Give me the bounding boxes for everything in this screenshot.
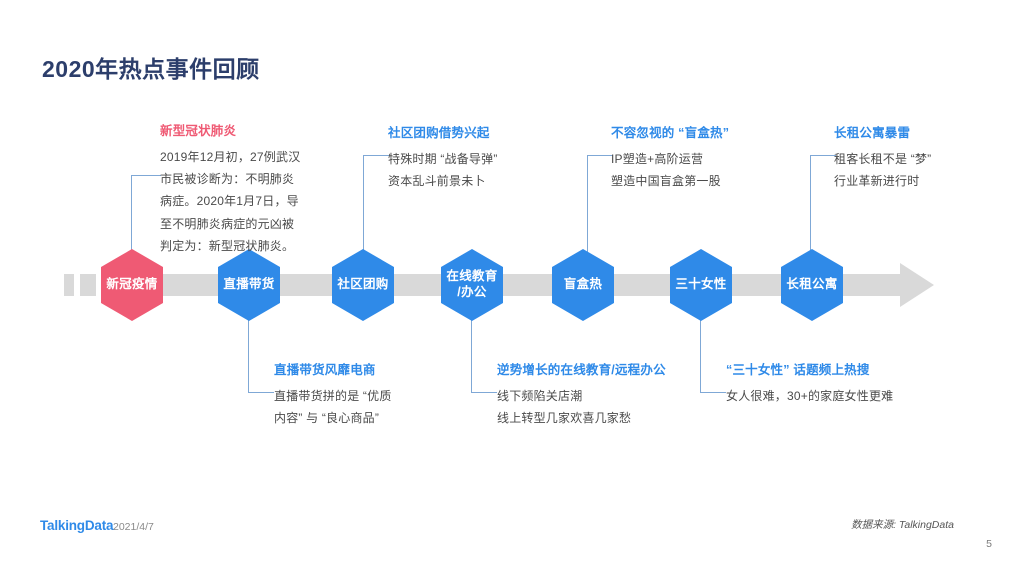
connector-below-2: [471, 310, 497, 393]
bar-dash-1: [64, 274, 74, 296]
connector-below-1: [248, 310, 274, 393]
connector-below-3: [700, 310, 726, 393]
callout-below-livestream-ecommerce: 直播带货风靡电商 直播带货拼的是 “优质 内容” 与 “良心商品”: [274, 359, 392, 429]
source-note: 数据来源: TalkingData: [851, 519, 954, 531]
node-label-line1: 盲盒热: [563, 277, 603, 292]
node-label-line1: 直播带货: [223, 277, 275, 292]
node-label-line1: 在线教育: [446, 269, 498, 284]
callout-line: 行业革新进行时: [834, 174, 920, 189]
callout-above-community-group-buy: 社区团购借势兴起 特殊时期 “战备导弹” 资本乱斗前景未卜: [388, 122, 498, 192]
node-label-line1: 三十女性: [675, 277, 727, 292]
node-label-line1: 长租公寓: [786, 277, 838, 292]
callout-title: “三十女性” 话题频上热搜: [726, 363, 870, 377]
callout-line: 内容” 与 “良心商品”: [274, 411, 380, 426]
bar-dash-5: [876, 274, 892, 296]
connector-above-4: [810, 155, 836, 270]
callout-title: 直播带货风靡电商: [274, 363, 376, 377]
callout-line: 女人很难，30+的家庭女性更难: [726, 389, 894, 403]
callout-line: 判定为：新型冠状肺炎。: [160, 238, 295, 253]
callout-line: 塑造中国盲盒第一股: [611, 174, 721, 189]
callout-line: 线下频陷关店潮: [497, 389, 583, 403]
talkingdata-logo: TalkingData: [40, 518, 114, 533]
footer-date: 2021/4/7: [113, 521, 154, 533]
page-number: 5: [986, 538, 992, 550]
callout-line: 至不明肺炎病症的元凶被: [160, 216, 295, 231]
bar-dash-4: [850, 274, 872, 296]
node-label-line1: 新冠疫情: [106, 277, 158, 292]
timeline-node-zhibodaihuo[interactable]: 直播带货: [218, 249, 280, 321]
callout-line: 租客长租不是 “梦”: [834, 152, 932, 166]
callout-title: 逆势增长的在线教育/远程办公: [497, 363, 666, 377]
callout-above-long-term-rental: 长租公寓暴雷 租客长租不是 “梦” 行业革新进行时: [834, 122, 931, 192]
connector-above-2: [363, 155, 389, 270]
bar-dash-2: [80, 274, 96, 296]
node-label-line1: 社区团购: [337, 277, 389, 292]
connector-above-1: [131, 175, 161, 270]
callout-below-thirty-women: “三十女性” 话题频上热搜 女人很难，30+的家庭女性更难: [726, 359, 893, 407]
callout-above-blind-box: 不容忽视的 “盲盒热” IP塑造+高阶运营 塑造中国盲盒第一股: [611, 122, 729, 192]
callout-title: 社区团购借势兴起: [388, 126, 490, 140]
node-label-line2: /办公: [457, 285, 487, 299]
connector-above-3: [587, 155, 613, 270]
callout-line: 资本乱斗前景未卜: [388, 174, 486, 189]
callout-line: IP塑造+高阶运营: [611, 152, 704, 166]
callout-line: 特殊时期 “战备导弹”: [388, 152, 498, 166]
callout-title: 不容忽视的 “盲盒热”: [611, 126, 730, 140]
callout-line: 病症。2020年1月7日，导: [160, 194, 299, 209]
timeline-node-zaixianjiaoyu[interactable]: 在线教育 /办公: [441, 249, 503, 321]
callout-title: 新型冠状肺炎: [160, 124, 237, 138]
callout-line: 市民被诊断为：不明肺炎: [160, 172, 295, 187]
timeline-node-shequtuangou[interactable]: 社区团购: [332, 249, 394, 321]
callout-line: 直播带货拼的是 “优质: [274, 389, 392, 403]
callout-line: 2019年12月初，27例武汉: [160, 150, 301, 164]
callout-below-online-education: 逆势增长的在线教育/远程办公 线下频陷关店潮 线上转型几家欢喜几家愁: [497, 359, 666, 429]
page-title: 2020年热点事件回顾: [42, 56, 260, 82]
callout-title: 长租公寓暴雷: [834, 126, 911, 140]
timeline-arrow-icon: [900, 263, 934, 307]
callout-line: 线上转型几家欢喜几家愁: [497, 411, 632, 426]
callout-above-covid: 新型冠状肺炎 2019年12月初，27例武汉 市民被诊断为：不明肺炎 病症。20…: [160, 120, 300, 257]
